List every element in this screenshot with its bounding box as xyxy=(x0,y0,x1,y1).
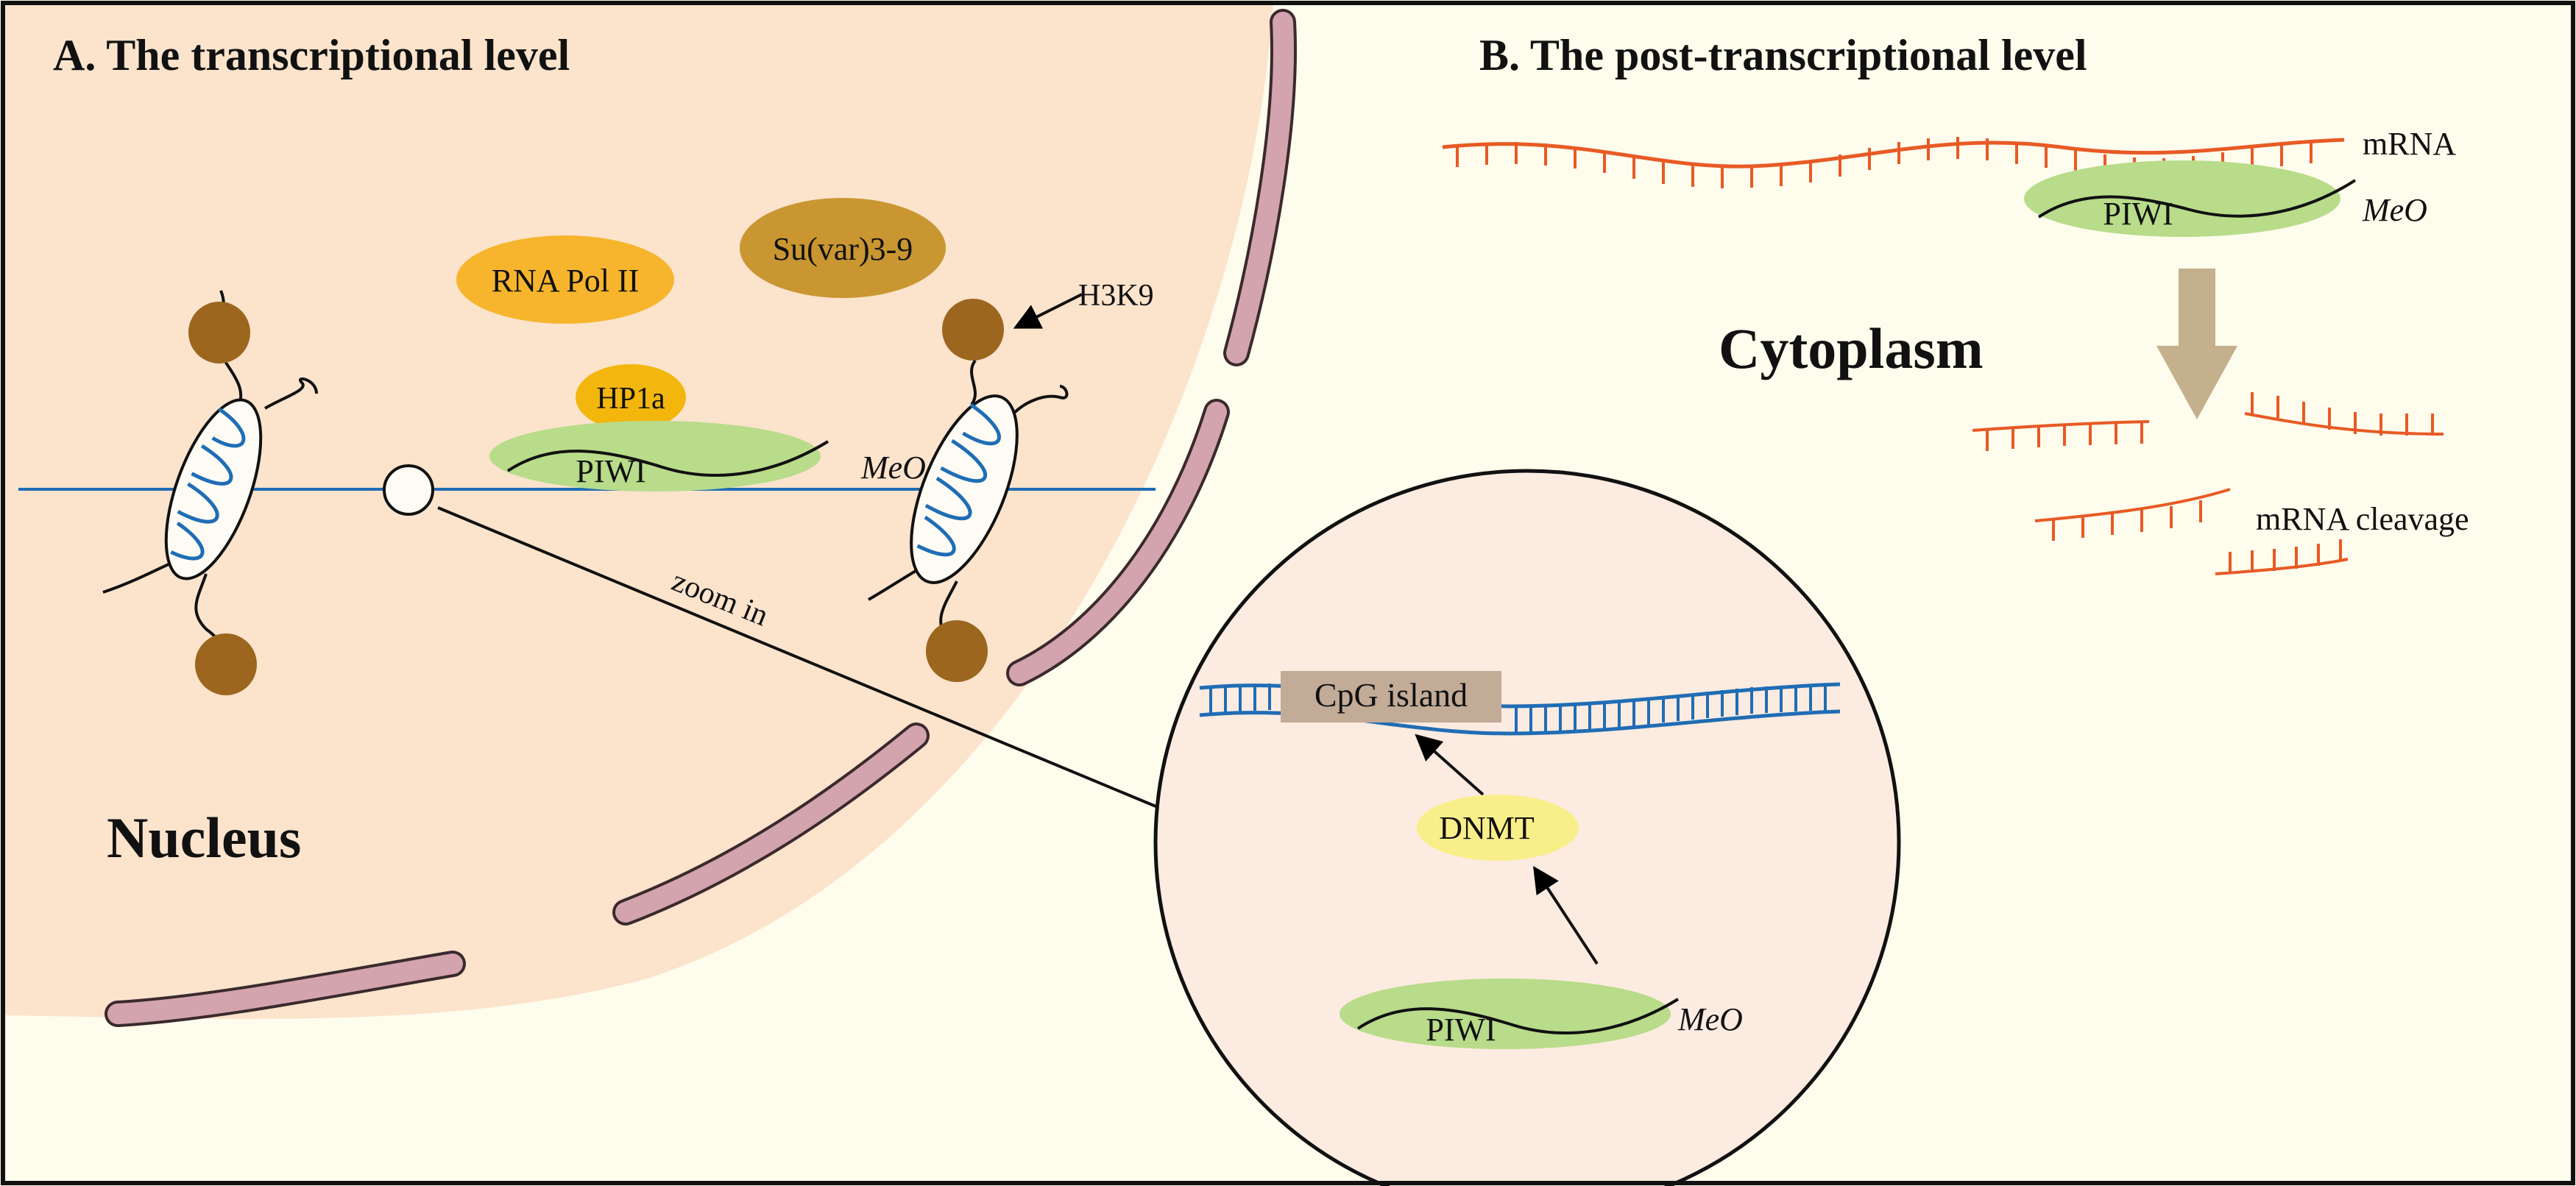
histone-tail xyxy=(263,377,318,410)
cleavage-arrow xyxy=(2156,269,2237,419)
su-var-3-9 xyxy=(740,198,946,298)
histone-mark-circle xyxy=(926,620,988,682)
panel-b-title: B. The post-transcriptional level xyxy=(1479,31,2087,79)
piwi-label: PIWI xyxy=(576,453,645,489)
rna-pol-ii-label: RNA Pol II xyxy=(492,263,639,299)
meo-label: MeO xyxy=(2362,192,2427,228)
piwi-to-dnmt-arrow xyxy=(1533,865,1599,965)
pirna-strand xyxy=(2037,179,2357,219)
histone-mark-circle xyxy=(942,299,1004,361)
histone-mark-circle xyxy=(195,633,257,695)
mrna-fragment xyxy=(1972,420,2150,451)
h3k9-label: H3K9 xyxy=(1078,279,1154,313)
panel-a-title: A. The transcriptional level xyxy=(53,31,570,79)
mrna-label: mRNA xyxy=(2363,126,2456,162)
cytoplasm-label: Cytoplasm xyxy=(1719,316,1984,380)
zoom-line xyxy=(437,506,1164,811)
dnmt-to-cpg-arrow xyxy=(1415,734,1485,796)
pirna-strand xyxy=(1356,998,1680,1035)
histone-tail xyxy=(970,359,977,406)
piwi-label: PIWI xyxy=(2103,196,2173,232)
histone-mark-circle xyxy=(188,302,250,363)
dnmt-label: DNMT xyxy=(1439,810,1535,846)
hp1a xyxy=(576,364,686,430)
nucleosome-left xyxy=(102,290,318,695)
rna-pol-ii xyxy=(456,235,674,324)
nuclear-envelope-fill xyxy=(107,12,1294,1024)
meo-label: MeO xyxy=(1677,1001,1743,1037)
piwi-label: PIWI xyxy=(1426,1012,1496,1048)
piwi-complex-cytoplasm xyxy=(2024,160,2340,237)
meo-label: MeO xyxy=(860,450,926,486)
histone-tail xyxy=(1007,385,1069,421)
su-var-3-9-label: Su(var)3-9 xyxy=(773,231,913,267)
mrna-fragments xyxy=(1972,392,2444,575)
zoom-point xyxy=(383,464,434,516)
dna-wrap xyxy=(916,402,1001,557)
dnmt xyxy=(1417,795,1579,861)
hp1a-label: HP1a xyxy=(596,382,665,416)
nucleus-region xyxy=(4,4,1273,1019)
cpg-island-box xyxy=(1281,671,1501,722)
mrna-cleavage-label: mRNA cleavage xyxy=(2256,501,2469,537)
pirna-strand xyxy=(506,440,829,477)
dna-wrap xyxy=(170,408,246,561)
mrna-fragment xyxy=(2244,392,2444,436)
cpg-island-label: CpG island xyxy=(1314,676,1468,714)
nucleosome-right xyxy=(868,299,1069,682)
mrna-fragment xyxy=(2034,488,2231,541)
cpg-dna-rungs xyxy=(1209,683,1827,733)
mrna-fragment xyxy=(2215,539,2349,575)
h3k9-arrow xyxy=(1013,293,1083,329)
nucleus-label: Nucleus xyxy=(107,806,301,870)
